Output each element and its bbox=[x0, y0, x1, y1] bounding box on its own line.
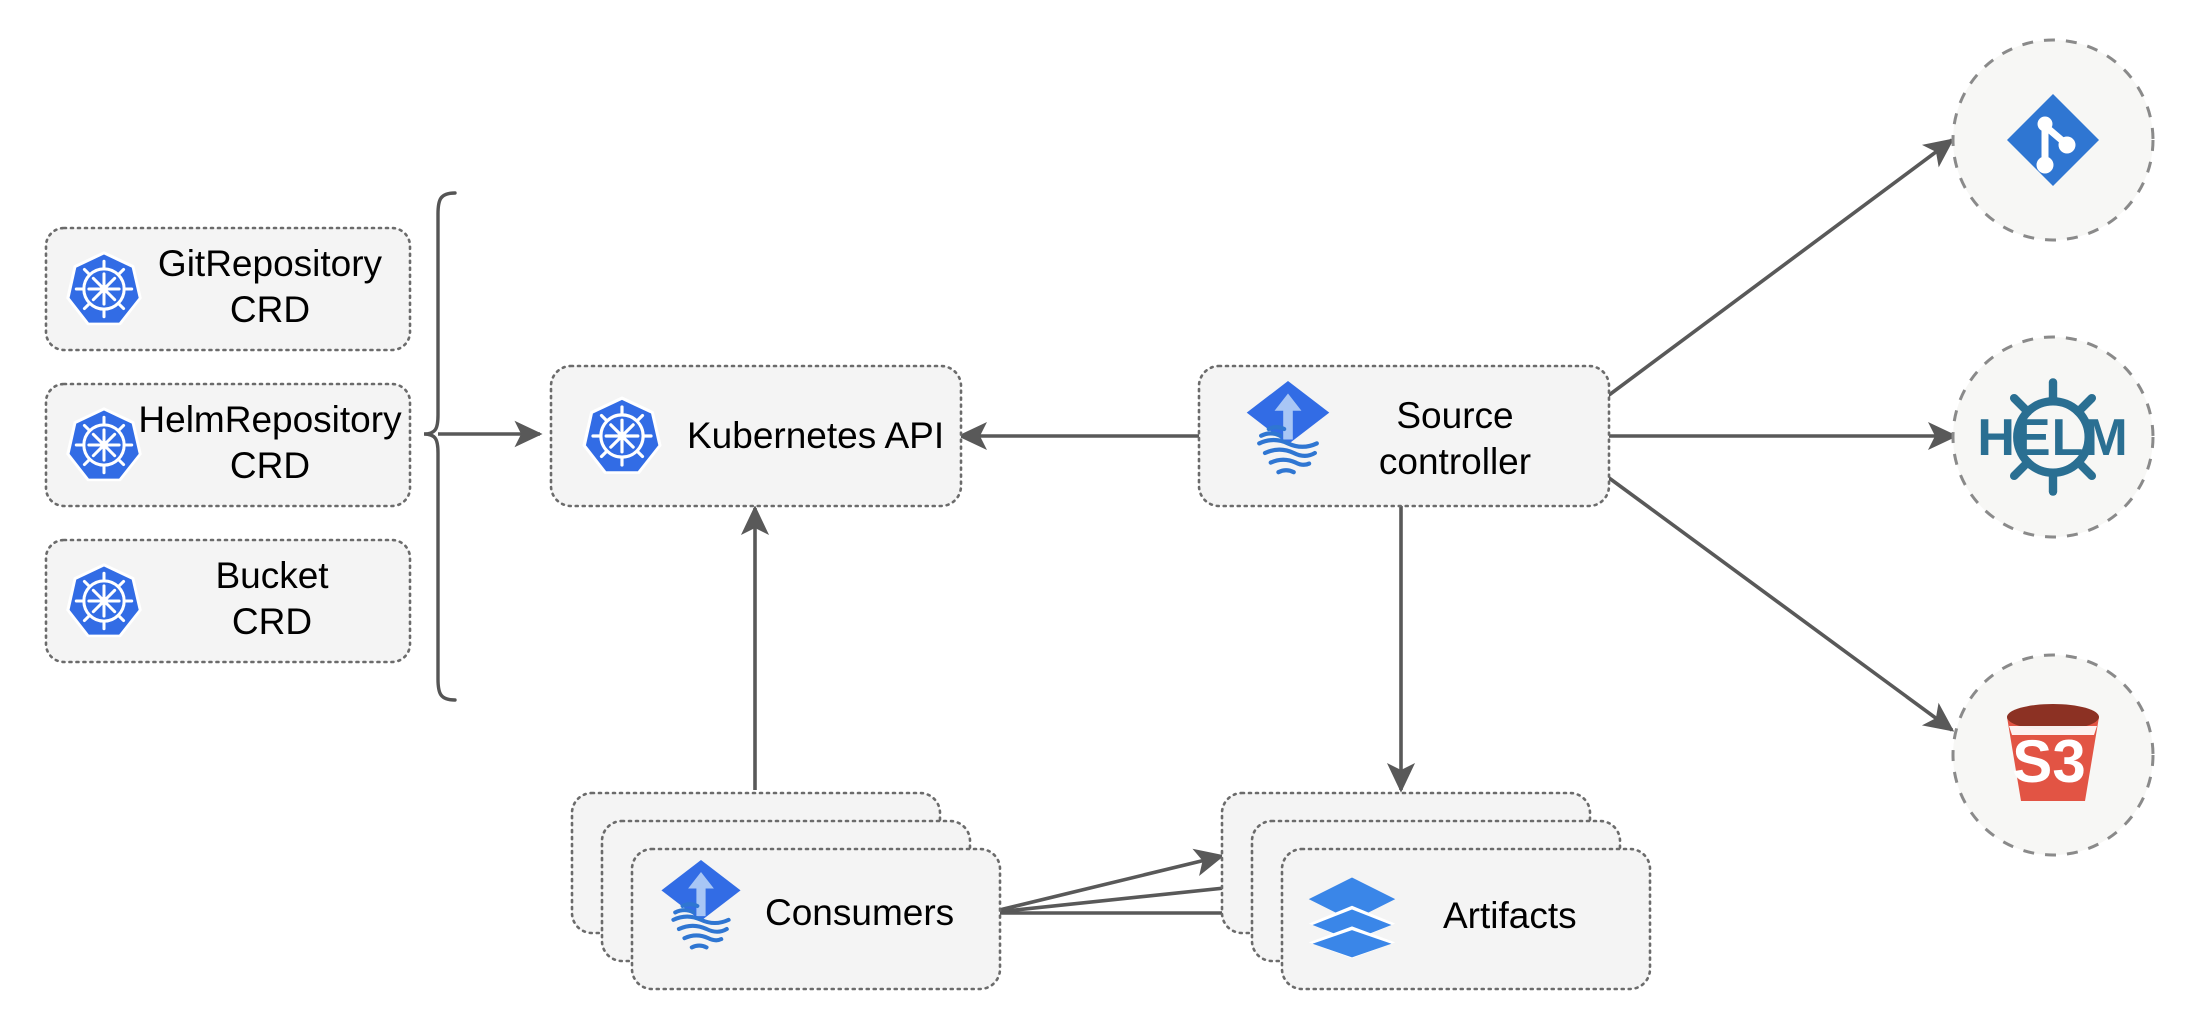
consumers-label: Consumers bbox=[765, 892, 954, 933]
source-controller-label-line1: Source bbox=[1396, 395, 1513, 436]
crd-box-bucket[interactable]: Bucket CRD bbox=[44, 538, 412, 664]
source-controller-label-line2: controller bbox=[1379, 441, 1531, 482]
endpoint-git[interactable] bbox=[1951, 38, 2155, 242]
node-consumers[interactable]: Consumers bbox=[570, 791, 1002, 991]
endpoint-helm[interactable]: HELM bbox=[1951, 335, 2155, 539]
crd-label-line1: GitRepository bbox=[158, 243, 383, 284]
crd-box-helmrepository[interactable]: HelmRepository CRD bbox=[44, 382, 412, 508]
crd-label-line2: CRD bbox=[230, 445, 310, 486]
node-artifacts[interactable]: Artifacts bbox=[1220, 791, 1652, 991]
crd-label-line2: CRD bbox=[230, 289, 310, 330]
artifacts-label: Artifacts bbox=[1443, 895, 1577, 936]
kubernetes-api-label: Kubernetes API bbox=[687, 415, 944, 456]
endpoint-s3[interactable]: S3 bbox=[1951, 653, 2155, 857]
edge-consumers-to-artifacts-2 bbox=[986, 873, 1256, 915]
edge-consumers-to-artifacts-1 bbox=[986, 848, 1225, 915]
crd-label-line1: Bucket bbox=[215, 555, 329, 596]
node-kubernetes-api[interactable]: Kubernetes API bbox=[549, 364, 963, 508]
crd-box-gitrepository[interactable]: GitRepository CRD bbox=[44, 226, 412, 352]
crd-label-line1: HelmRepository bbox=[138, 399, 402, 440]
node-source-controller[interactable]: Source controller bbox=[1197, 364, 1611, 508]
s3-label: S3 bbox=[2012, 728, 2085, 795]
crd-bracket bbox=[423, 191, 457, 702]
crd-label-line2: CRD bbox=[232, 601, 312, 642]
edge-source-controller-to-s3 bbox=[1603, 473, 1955, 732]
edge-source-controller-to-git bbox=[1603, 138, 1955, 400]
artifacts-stack-card-front bbox=[1280, 847, 1652, 991]
helm-label: HELM bbox=[1977, 409, 2128, 467]
